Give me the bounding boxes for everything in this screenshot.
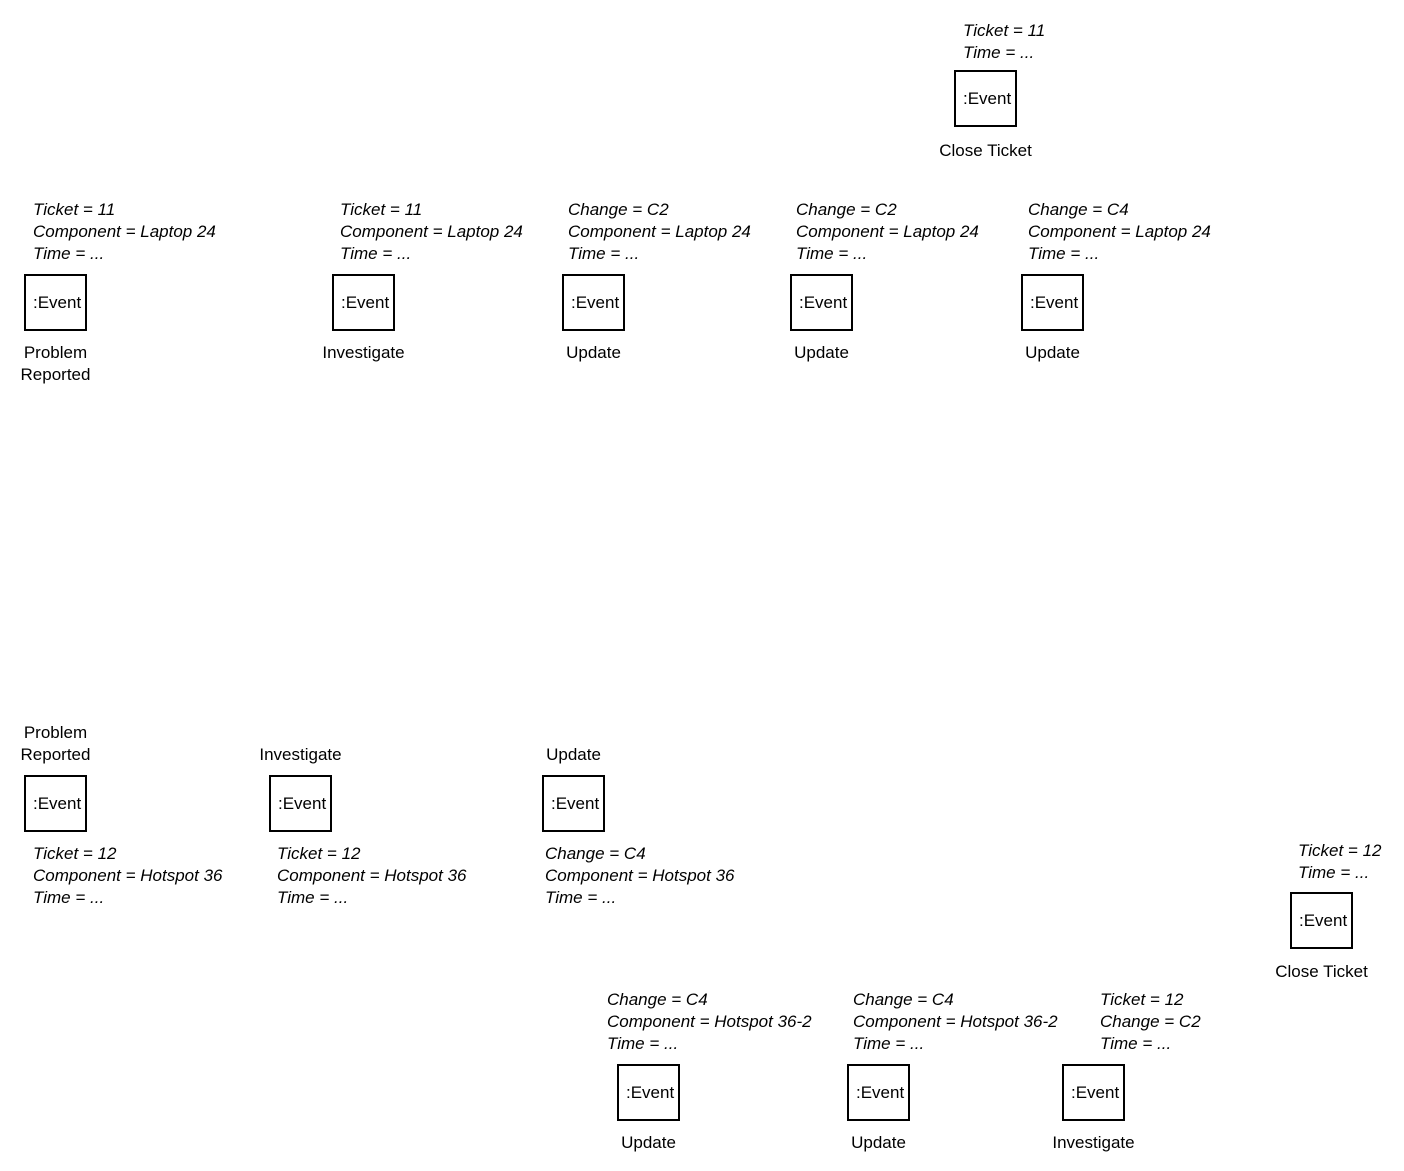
event-box-label: :Event — [856, 1083, 905, 1102]
event-attributes: Change = C4 Component = Hotspot 36-2 Tim… — [607, 990, 812, 1053]
event-box-label: :Event — [33, 794, 82, 813]
event-t11-update-3: Change = C4 Component = Laptop 24 Time =… — [1021, 200, 1211, 362]
event-activity-label: Update — [851, 1133, 906, 1152]
event-activity-label: Update — [546, 745, 601, 764]
event-box-label: :Event — [963, 89, 1012, 108]
event-attributes: Change = C4 Component = Hotspot 36-2 Tim… — [853, 990, 1058, 1053]
event-t11-update-2: Change = C2 Component = Laptop 24 Time =… — [790, 200, 979, 362]
event-box-label: :Event — [1030, 293, 1079, 312]
event-activity-label: Update — [794, 343, 849, 362]
event-t11-close-ticket: Ticket = 11 Time = ... :Event Close Tick… — [939, 21, 1045, 160]
event-activity-label: Update — [621, 1133, 676, 1152]
event-box-label: :Event — [571, 293, 620, 312]
event-t11-problem-reported: Ticket = 11 Component = Laptop 24 Time =… — [21, 200, 216, 384]
event-attributes: Ticket = 12 Component = Hotspot 36 Time … — [33, 844, 223, 907]
event-t12-close-ticket: Ticket = 12 Time = ... :Event Close Tick… — [1275, 841, 1381, 981]
event-attributes: Ticket = 12 Change = C2 Time = ... — [1100, 990, 1201, 1053]
event-t12-update-1: Update :Event Change = C4 Component = Ho… — [542, 745, 734, 907]
event-activity-label: Investigate — [259, 745, 342, 764]
event-attributes: Change = C2 Component = Laptop 24 Time =… — [568, 200, 751, 263]
event-box-label: :Event — [551, 794, 600, 813]
event-activity-label: Investigate — [322, 343, 405, 362]
event-box-label: :Event — [341, 293, 390, 312]
event-t12-investigate-2: Ticket = 12 Change = C2 Time = ... :Even… — [1052, 990, 1200, 1152]
event-attributes: Ticket = 11 Component = Laptop 24 Time =… — [340, 200, 523, 263]
event-box-label: :Event — [1071, 1083, 1120, 1102]
event-box-label: :Event — [626, 1083, 675, 1102]
event-attributes: Change = C4 Component = Laptop 24 Time =… — [1028, 200, 1211, 263]
event-attributes: Ticket = 11 Time = ... — [963, 21, 1046, 62]
event-t12-problem-reported: Problem Reported :Event Ticket = 12 Comp… — [21, 723, 223, 907]
event-t12-investigate-1: Investigate :Event Ticket = 12 Component… — [259, 745, 466, 907]
event-box-label: :Event — [1299, 911, 1348, 930]
event-t11-update-1: Change = C2 Component = Laptop 24 Time =… — [562, 200, 751, 362]
event-activity-label: Close Ticket — [1275, 962, 1368, 981]
event-t12-update-2: Change = C4 Component = Hotspot 36-2 Tim… — [607, 990, 812, 1152]
event-attributes: Ticket = 11 Component = Laptop 24 Time =… — [33, 200, 216, 263]
event-activity-label: Problem Reported — [20, 723, 91, 764]
event-t12-update-3: Change = C4 Component = Hotspot 36-2 Tim… — [847, 990, 1058, 1152]
event-box-label: :Event — [278, 794, 327, 813]
event-attributes: Ticket = 12 Time = ... — [1298, 841, 1382, 882]
event-t11-investigate: Ticket = 11 Component = Laptop 24 Time =… — [322, 200, 523, 362]
event-attributes: Change = C2 Component = Laptop 24 Time =… — [796, 200, 979, 263]
event-activity-label: Update — [1025, 343, 1080, 362]
event-attributes: Change = C4 Component = Hotspot 36 Time … — [545, 844, 735, 907]
event-box-label: :Event — [33, 293, 82, 312]
event-activity-label: Close Ticket — [939, 141, 1032, 160]
event-activity-label: Problem Reported — [20, 343, 91, 384]
event-activity-label: Investigate — [1052, 1133, 1135, 1152]
event-box-label: :Event — [799, 293, 848, 312]
event-activity-label: Update — [566, 343, 621, 362]
event-attributes: Ticket = 12 Component = Hotspot 36 Time … — [277, 844, 467, 907]
